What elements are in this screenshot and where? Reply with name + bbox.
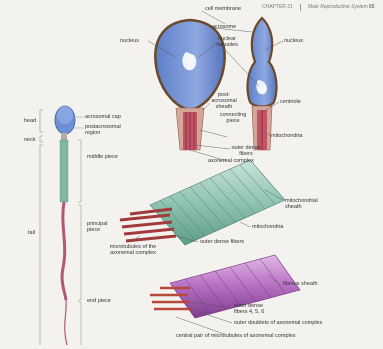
label-neck: neck bbox=[24, 137, 36, 143]
middle-piece-section bbox=[120, 160, 285, 245]
label-central-pair: central pair of microtubules of axonemal… bbox=[176, 333, 296, 339]
label-nucleus-left: nucleus bbox=[120, 38, 139, 44]
label-tail: tail bbox=[28, 230, 35, 236]
principal-piece-shape bbox=[62, 202, 66, 300]
label-acrosome: acrosome bbox=[212, 24, 236, 30]
label-outer-dense-fibers-top: outer dense fibers bbox=[230, 145, 262, 157]
label-postacrosomal-sheath: post-acrosomal sheath bbox=[211, 92, 237, 110]
label-outer-dense-fibers-456: outer dense fibers 4, 5, 6 bbox=[234, 303, 268, 315]
label-centriole: centriole bbox=[280, 99, 301, 105]
end-piece-shape bbox=[65, 300, 67, 345]
label-fibrous-sheath: fibrous sheath bbox=[283, 281, 318, 287]
label-principal-piece: principal piece bbox=[87, 221, 113, 233]
label-head: head bbox=[24, 118, 36, 124]
label-end-piece: end piece bbox=[87, 298, 111, 304]
label-middle-piece: middle piece bbox=[87, 154, 118, 160]
acrosomal-cap-shape bbox=[57, 106, 73, 124]
label-microtubules-axonemal: microtubules of the axonemal complex bbox=[103, 244, 163, 256]
sperm-neck bbox=[61, 133, 67, 140]
label-mitochondria-top: mitochondria bbox=[271, 133, 303, 139]
label-nuclear-vacuoles: nuclear vacuoles bbox=[216, 36, 238, 48]
label-connecting-piece: connecting piece bbox=[218, 112, 248, 124]
middle-piece-shape bbox=[60, 140, 68, 202]
whole-sperm bbox=[40, 106, 84, 345]
label-outer-doublets: outer doublets of axonemal complex bbox=[234, 320, 322, 326]
label-cell-membrane: cell membrane bbox=[205, 6, 241, 12]
label-acrosomal-cap: acrosomal cap bbox=[85, 114, 121, 120]
principal-piece-section bbox=[150, 255, 300, 318]
label-postacrosomal-region: postacrosomal region bbox=[85, 124, 127, 136]
label-outer-dense-fibers-mid: outer dense fibers bbox=[200, 239, 244, 245]
label-nucleus-right: nucleus bbox=[284, 38, 303, 44]
label-mitochondrial-sheath: mitochondrial sheath bbox=[285, 198, 327, 210]
label-mitochondria-mid: mitochondria bbox=[252, 224, 284, 230]
label-axonemal-complex: axonemal complex bbox=[208, 158, 254, 164]
